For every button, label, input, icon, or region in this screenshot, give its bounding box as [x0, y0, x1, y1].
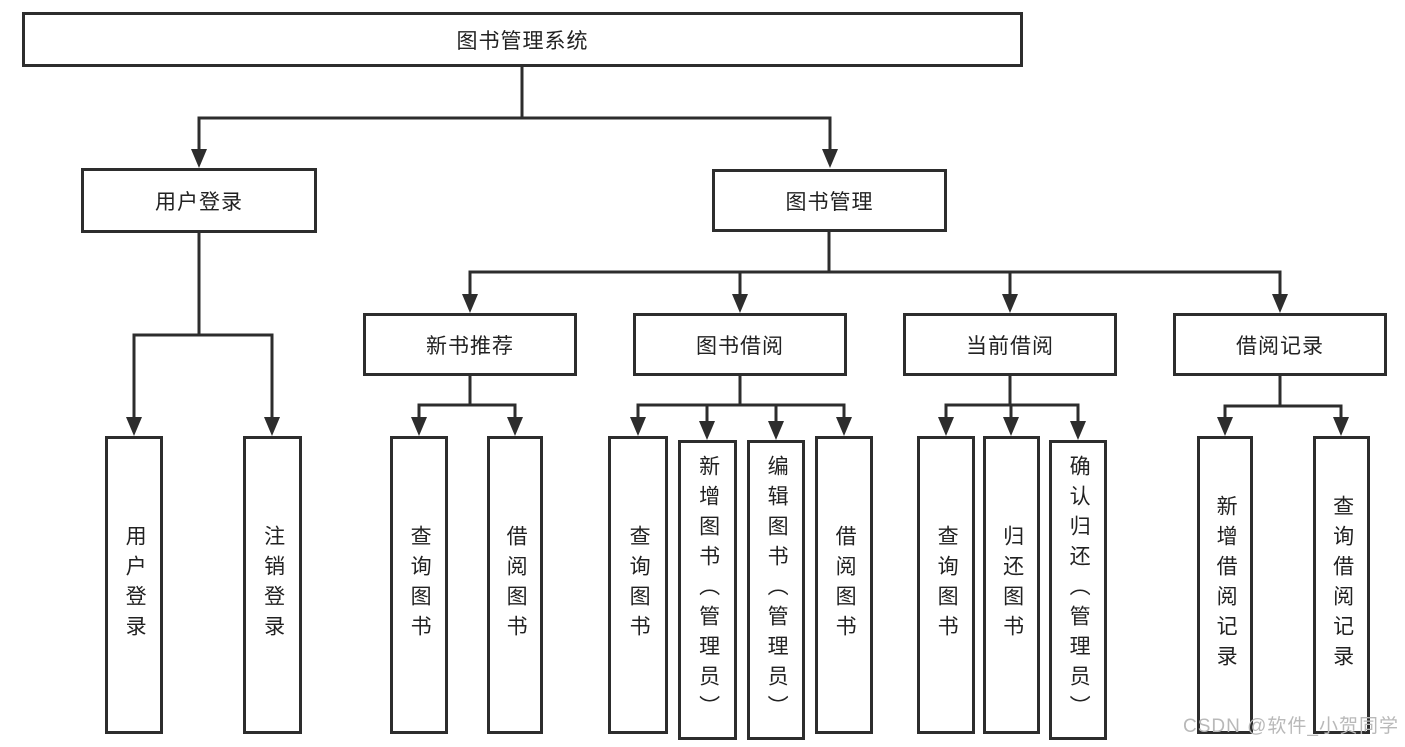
arrowhead-down-icon	[411, 417, 427, 436]
node-book-management: 图书管理	[712, 169, 947, 232]
node-label: 用户登录	[155, 190, 243, 214]
node-label: 图书借阅	[696, 334, 784, 358]
leaf-borrow-edit-books-admin: 编辑图书（管理员）	[747, 440, 805, 740]
leaf-label: 归还图书	[1000, 525, 1024, 645]
arrowhead-down-icon	[836, 417, 852, 436]
arrowhead-down-icon	[1070, 421, 1086, 440]
arrowhead-down-icon	[630, 417, 646, 436]
leaf-label: 确认归还（管理员）	[1067, 455, 1091, 725]
connector-book-mgmt-split	[468, 232, 1282, 295]
arrowhead-down-icon	[126, 417, 142, 436]
arrowhead-down-icon	[1002, 294, 1018, 313]
connector-user-login-split	[132, 233, 274, 418]
node-user-login: 用户登录	[81, 168, 317, 233]
arrowhead-down-icon	[1217, 417, 1233, 436]
watermark: CSDN @软件_小贺同学	[1183, 716, 1399, 737]
leaf-current-confirm-return-admin: 确认归还（管理员）	[1049, 440, 1107, 740]
arrowhead-down-icon	[191, 149, 207, 168]
leaf-label: 新增借阅记录	[1214, 495, 1238, 675]
arrowhead-down-icon	[1333, 417, 1349, 436]
leaf-user-login: 用户登录	[105, 436, 163, 734]
arrowhead-down-icon	[768, 421, 784, 440]
leaf-label: 用户登录	[123, 525, 147, 645]
node-label: 当前借阅	[966, 334, 1054, 358]
connector-book-borrow-split	[636, 376, 846, 421]
leaf-current-query-books: 查询图书	[917, 436, 975, 734]
connector-new-book-split	[417, 376, 517, 418]
node-label: 借阅记录	[1236, 334, 1324, 358]
arrowhead-down-icon	[938, 417, 954, 436]
node-root-label: 图书管理系统	[456, 29, 589, 53]
connector-root-split	[197, 67, 832, 150]
leaf-newbook-query-books: 查询图书	[390, 436, 448, 734]
leaf-label: 查询图书	[935, 525, 959, 645]
leaf-borrow-add-books-admin: 新增图书（管理员）	[678, 440, 737, 740]
connector-borrow-records-split	[1223, 376, 1343, 418]
arrowhead-down-icon	[264, 417, 280, 436]
arrowhead-down-icon	[1272, 294, 1288, 313]
leaf-records-query-borrow-record: 查询借阅记录	[1313, 436, 1370, 734]
leaf-label: 查询图书	[627, 525, 651, 645]
leaf-label: 借阅图书	[504, 525, 528, 645]
leaf-label: 查询图书	[408, 525, 432, 645]
leaf-borrow-borrow-books: 借阅图书	[815, 436, 873, 734]
node-label: 图书管理	[785, 190, 874, 214]
arrowhead-down-icon	[1003, 417, 1019, 436]
arrowheads	[126, 149, 1349, 440]
node-borrow-records: 借阅记录	[1173, 313, 1387, 376]
leaf-label: 注销登录	[261, 525, 285, 645]
arrowhead-down-icon	[507, 417, 523, 436]
leaf-label: 新增图书（管理员）	[696, 455, 720, 725]
arrowhead-down-icon	[822, 149, 838, 168]
connector-current-borrow-split	[944, 376, 1080, 421]
leaf-records-add-borrow-record: 新增借阅记录	[1197, 436, 1253, 734]
node-book-borrow: 图书借阅	[633, 313, 847, 376]
leaf-logout: 注销登录	[243, 436, 302, 734]
leaf-label: 编辑图书（管理员）	[765, 455, 789, 725]
arrowhead-down-icon	[699, 421, 715, 440]
leaf-label: 查询借阅记录	[1330, 495, 1354, 675]
node-root: 图书管理系统	[22, 12, 1023, 67]
leaf-newbook-borrow-books: 借阅图书	[487, 436, 543, 734]
arrowhead-down-icon	[462, 294, 478, 313]
node-current-borrow: 当前借阅	[903, 313, 1117, 376]
node-label: 新书推荐	[426, 334, 514, 358]
leaf-label: 借阅图书	[833, 525, 857, 645]
arrowhead-down-icon	[732, 294, 748, 313]
node-new-book-recommend: 新书推荐	[363, 313, 577, 376]
leaf-current-return-books: 归还图书	[983, 436, 1040, 734]
leaf-borrow-query-books: 查询图书	[608, 436, 668, 734]
